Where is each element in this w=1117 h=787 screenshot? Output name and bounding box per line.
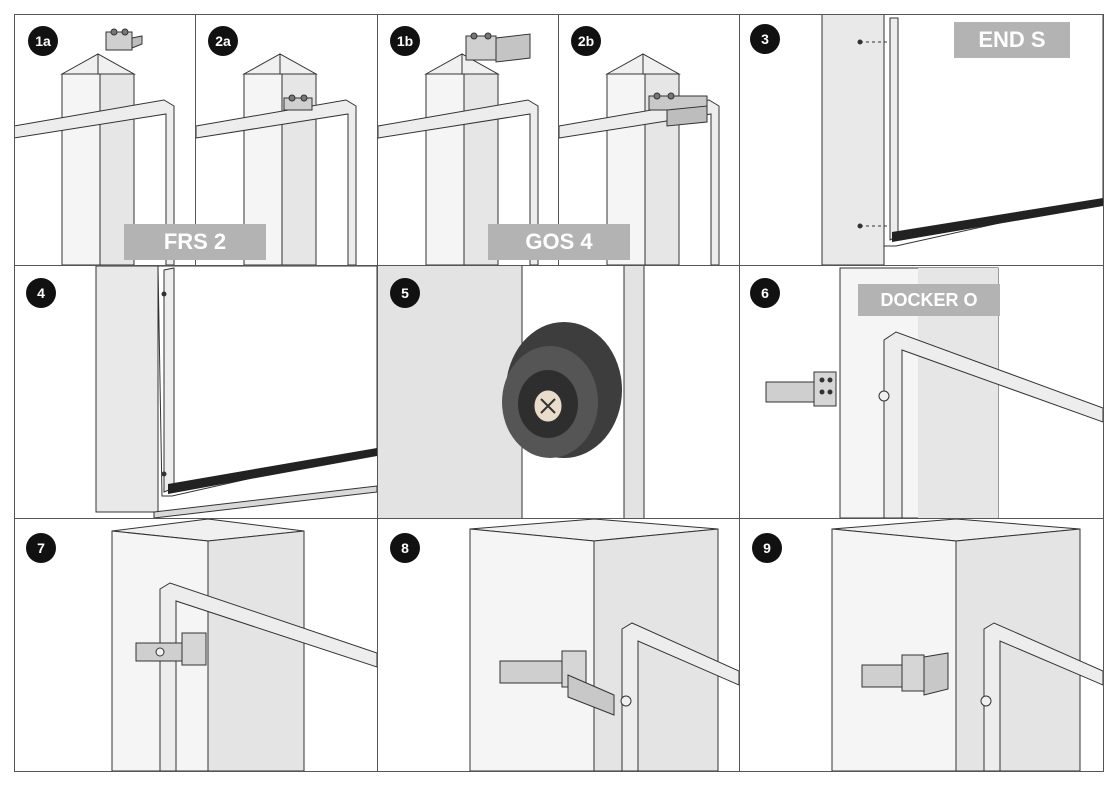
step-badge-3: 3: [750, 24, 780, 54]
grid-divider: [14, 14, 15, 772]
grid-divider: [558, 14, 559, 266]
step-badge-2a: 2a: [208, 26, 238, 56]
panel-8: 8: [378, 519, 739, 771]
product-label-end-s: END S: [954, 22, 1070, 58]
panel-2b: 2b: [559, 14, 739, 265]
step-badge-4: 4: [26, 278, 56, 308]
panel-5: 5: [378, 266, 739, 518]
panel-4: 4: [14, 266, 377, 518]
step-badge-1b: 1b: [390, 26, 420, 56]
grid-divider: [377, 14, 378, 772]
panel-6: 6 DOCKER O: [740, 266, 1103, 518]
grid-divider: [195, 14, 196, 266]
step-badge-2b: 2b: [571, 26, 601, 56]
panel-3: 3 END S: [740, 14, 1103, 265]
grid-divider: [14, 771, 1103, 772]
panel-2a: 2a: [196, 14, 377, 265]
panel-9: 9: [740, 519, 1103, 771]
panel-1a: 1a: [14, 14, 195, 265]
panel-7: 7: [14, 519, 377, 771]
step-badge-9: 9: [752, 533, 782, 563]
product-label-gos-4: GOS 4: [488, 224, 630, 260]
step-badge-7: 7: [26, 533, 56, 563]
product-label-frs-2: FRS 2: [124, 224, 266, 260]
product-label-docker-o: DOCKER O: [858, 284, 1000, 316]
step-badge-5: 5: [390, 278, 420, 308]
grid-divider: [739, 14, 740, 772]
step-badge-1a: 1a: [28, 26, 58, 56]
panel-1b: 1b: [378, 14, 558, 265]
step-badge-8: 8: [390, 533, 420, 563]
grid-divider: [1103, 14, 1104, 772]
step-badge-6: 6: [750, 278, 780, 308]
grid-divider: [14, 518, 1103, 519]
